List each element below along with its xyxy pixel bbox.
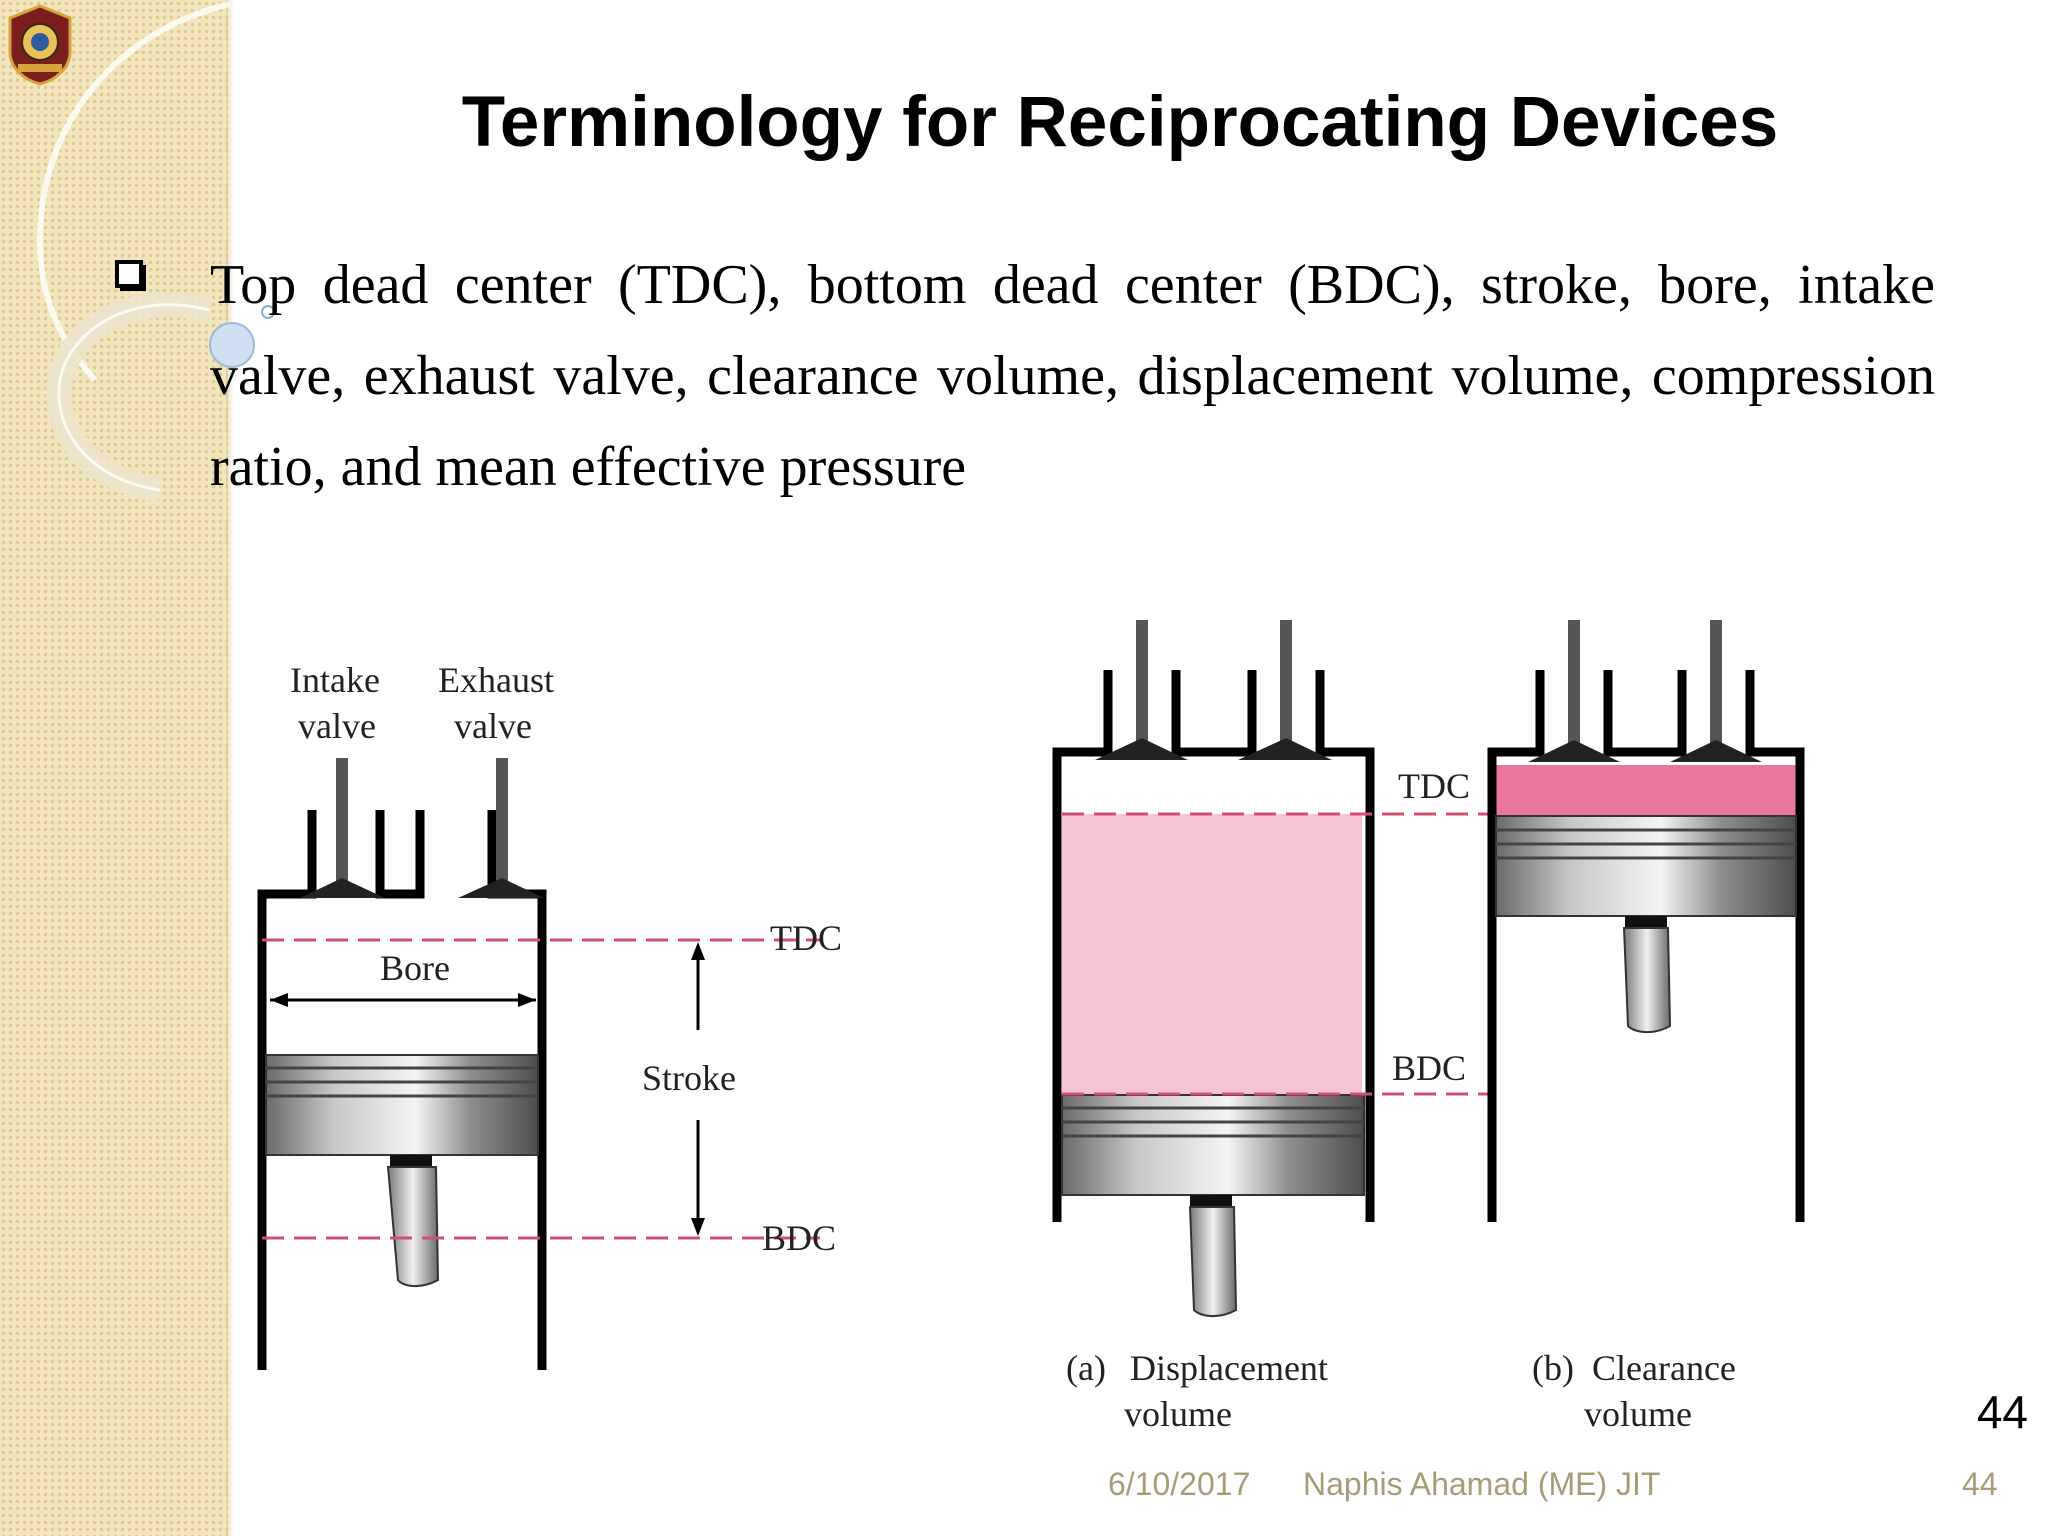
slide-title: Terminology for Reciprocating Devices <box>461 83 1779 162</box>
intake-valve-label: Intake <box>290 660 380 700</box>
stroke-label: Stroke <box>642 1058 736 1098</box>
footer-date: 6/10/2017 <box>1108 1466 1251 1502</box>
caption-a-line2: volume <box>1124 1394 1232 1434</box>
exhaust-valve-label: Exhaust <box>438 660 554 700</box>
engine-terminology-diagram: Intake valve Exhaust valve Bore TDC BDC <box>257 620 1805 1434</box>
side-strip-edge <box>226 0 234 1536</box>
bdc-label-b: BDC <box>1392 1048 1466 1088</box>
checkbox-bullet-icon <box>115 260 146 291</box>
caption-b-line2: volume <box>1584 1394 1692 1434</box>
caption-a-line1: Displacement <box>1130 1348 1328 1388</box>
tdc-label-b: TDC <box>1398 766 1470 806</box>
bullet-text: Top dead center (TDC), bottom dead cente… <box>210 254 1935 498</box>
bore-label: Bore <box>380 948 450 988</box>
decorative-rings <box>36 1 275 503</box>
footer-author: Naphis Ahamad (ME) JIT <box>1303 1466 1661 1502</box>
intake-valve-label-2: valve <box>298 706 376 746</box>
engine-left: Intake valve Exhaust valve Bore TDC BDC <box>257 660 842 1370</box>
caption-a-prefix: (a) <box>1066 1348 1106 1388</box>
caption-b-prefix: (b) <box>1532 1348 1574 1388</box>
footer-page-number: 44 <box>1962 1466 1998 1502</box>
caption-b-line1: Clearance <box>1592 1348 1736 1388</box>
tdc-label: TDC <box>770 918 842 958</box>
exhaust-valve-label-2: valve <box>454 706 532 746</box>
slide-page-number: 44 <box>1976 1386 2028 1438</box>
engine-displacement: TDC BDC (a) Displacement volume <box>1052 620 1490 1434</box>
engine-clearance: (b) Clearance volume <box>1487 620 1805 1434</box>
institution-logo <box>8 4 72 86</box>
bdc-label: BDC <box>762 1218 836 1258</box>
